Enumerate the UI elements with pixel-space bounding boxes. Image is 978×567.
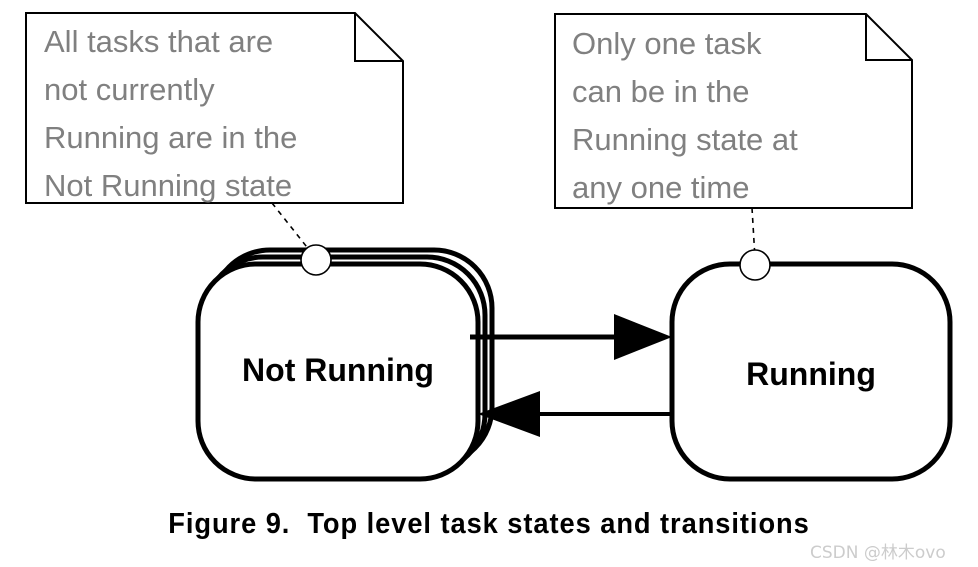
note-not-running-connector [271, 202, 315, 257]
note-not-running-text: All tasks that are not currently Running… [44, 24, 298, 203]
transition-to-not-running-arrowhead-icon [478, 391, 540, 437]
watermark: CSDN @林木ovo [810, 543, 946, 563]
figure-caption: Figure 9. Top level task states and tran… [168, 508, 810, 540]
note-not-running-fold-icon [354, 13, 403, 62]
transition-to-not-running[interactable] [478, 391, 672, 437]
note-running-fold-icon [865, 14, 912, 61]
note-not-running [25, 12, 404, 204]
state-running-shape [669, 261, 953, 482]
state-not-running-shape [195, 261, 481, 482]
note-running-text: Only one task can be in the Running stat… [572, 26, 798, 205]
transition-to-running-arrowhead-icon [614, 314, 672, 360]
transition-to-running[interactable] [470, 314, 672, 360]
state-not-running[interactable] [195, 247, 495, 482]
state-running-label: Running [746, 356, 876, 392]
note-running-anchor-icon [739, 249, 771, 281]
state-running[interactable] [669, 261, 953, 482]
note-running [554, 13, 913, 209]
note-running-body [554, 13, 913, 209]
note-not-running-anchor-icon [300, 244, 332, 276]
note-not-running-body [25, 12, 404, 204]
state-not-running-label: Not Running [242, 352, 434, 388]
